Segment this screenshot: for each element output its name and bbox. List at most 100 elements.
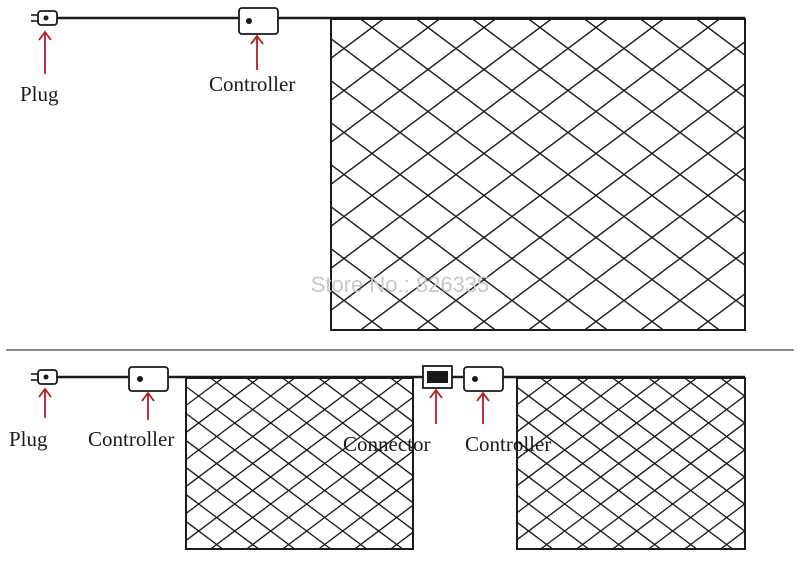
net-strand <box>0 0 130 350</box>
net-strand <box>317 477 413 549</box>
net-strand <box>0 358 105 569</box>
net-strand <box>517 378 698 514</box>
bottom-net-panel-2 <box>516 358 800 569</box>
net-strand <box>186 378 296 461</box>
net-strand <box>209 396 413 549</box>
net-strand <box>639 19 745 99</box>
net-strand <box>517 378 662 487</box>
net-strand <box>0 0 74 350</box>
net-strand <box>186 547 188 549</box>
store-watermark: Store No.: 826335 <box>311 272 490 297</box>
top-plug-arrow <box>38 30 52 74</box>
net-strand <box>782 0 800 350</box>
net-strand <box>331 19 553 186</box>
bottom-plug-label: Plug <box>9 427 48 451</box>
net-strand <box>647 378 745 452</box>
top-controller-label: Controller <box>209 72 295 96</box>
net-strand <box>281 450 413 549</box>
net-strand <box>359 40 745 330</box>
net-strand <box>0 358 69 569</box>
net-strand <box>331 19 385 60</box>
net-strand <box>186 378 260 434</box>
top-net-panel <box>0 0 800 350</box>
net-strand <box>0 0 186 350</box>
net-strand <box>583 19 745 141</box>
net-strand <box>517 378 554 406</box>
bottom-plug-arrow <box>38 387 52 418</box>
net-strand <box>719 529 745 549</box>
bottom-controller-1-arrow <box>141 391 155 420</box>
net-strand <box>186 378 332 488</box>
net-strand <box>517 378 734 541</box>
net-strand <box>331 289 385 330</box>
net-strand <box>0 0 242 350</box>
net-strand <box>186 493 260 549</box>
net-strand <box>186 520 224 549</box>
net-strand <box>639 250 745 330</box>
net-strand <box>331 205 497 330</box>
bottom-plug <box>31 369 58 385</box>
net-strand <box>517 521 554 549</box>
net-strand <box>0 0 74 350</box>
net-strand <box>0 358 141 569</box>
net-strand <box>782 0 800 350</box>
net-strand <box>331 19 721 312</box>
net-strand <box>331 19 665 270</box>
net-strand <box>353 378 413 423</box>
top-plug <box>31 10 58 26</box>
bottom-panel: Plug Controller Connector Controller <box>0 358 800 569</box>
bottom-controller-box-1 <box>128 366 169 392</box>
net-strand <box>331 19 497 144</box>
net-strand <box>539 394 745 549</box>
net-strand <box>583 208 745 330</box>
bottom-connector-box <box>422 365 453 389</box>
top-controller-arrow <box>250 34 264 70</box>
net-strand <box>331 19 441 102</box>
top-plug-label: Plug <box>20 82 59 106</box>
net-strand <box>0 0 242 350</box>
net-strand <box>415 82 745 330</box>
net-strand <box>517 494 590 549</box>
net-strand <box>611 448 745 549</box>
net-strand <box>186 378 404 542</box>
top-panel: Plug Controller <box>0 0 800 350</box>
bottom-connector-arrow <box>429 388 443 424</box>
bottom-controller-box-2 <box>463 366 504 392</box>
net-strand <box>766 358 800 569</box>
net-strand <box>517 378 626 460</box>
net-strand <box>389 378 413 396</box>
net-strand <box>389 531 413 549</box>
bottom-connector-label: Connector <box>343 432 430 456</box>
net-strand <box>331 19 609 228</box>
net-strand <box>353 504 413 549</box>
net-strand <box>683 502 745 549</box>
net-strand <box>0 0 354 350</box>
net-strand <box>186 378 224 407</box>
net-strand <box>647 475 745 549</box>
net-strand <box>0 0 186 350</box>
bottom-controller-2-label: Controller <box>465 432 551 456</box>
net-strand <box>0 358 105 569</box>
bottom-controller-2-arrow <box>476 391 490 424</box>
top-controller-box <box>238 7 279 35</box>
net-strand <box>186 378 188 380</box>
net-strand <box>331 247 441 330</box>
net-strand <box>0 0 354 350</box>
net-strand <box>471 124 745 330</box>
net-strand <box>683 378 745 425</box>
bottom-controller-1-label: Controller <box>88 427 174 451</box>
net-strand <box>517 467 626 549</box>
net-strand <box>527 166 745 330</box>
net-strand <box>766 358 800 569</box>
net-strand <box>0 0 130 350</box>
net-strand <box>245 423 413 549</box>
net-strand <box>317 378 413 450</box>
net-strand <box>186 466 296 549</box>
net-strand <box>719 378 745 398</box>
net-strand <box>517 378 590 433</box>
net-strand <box>0 358 69 569</box>
net-strand <box>186 378 368 515</box>
net-strand <box>575 421 745 549</box>
net-strand <box>0 358 141 569</box>
